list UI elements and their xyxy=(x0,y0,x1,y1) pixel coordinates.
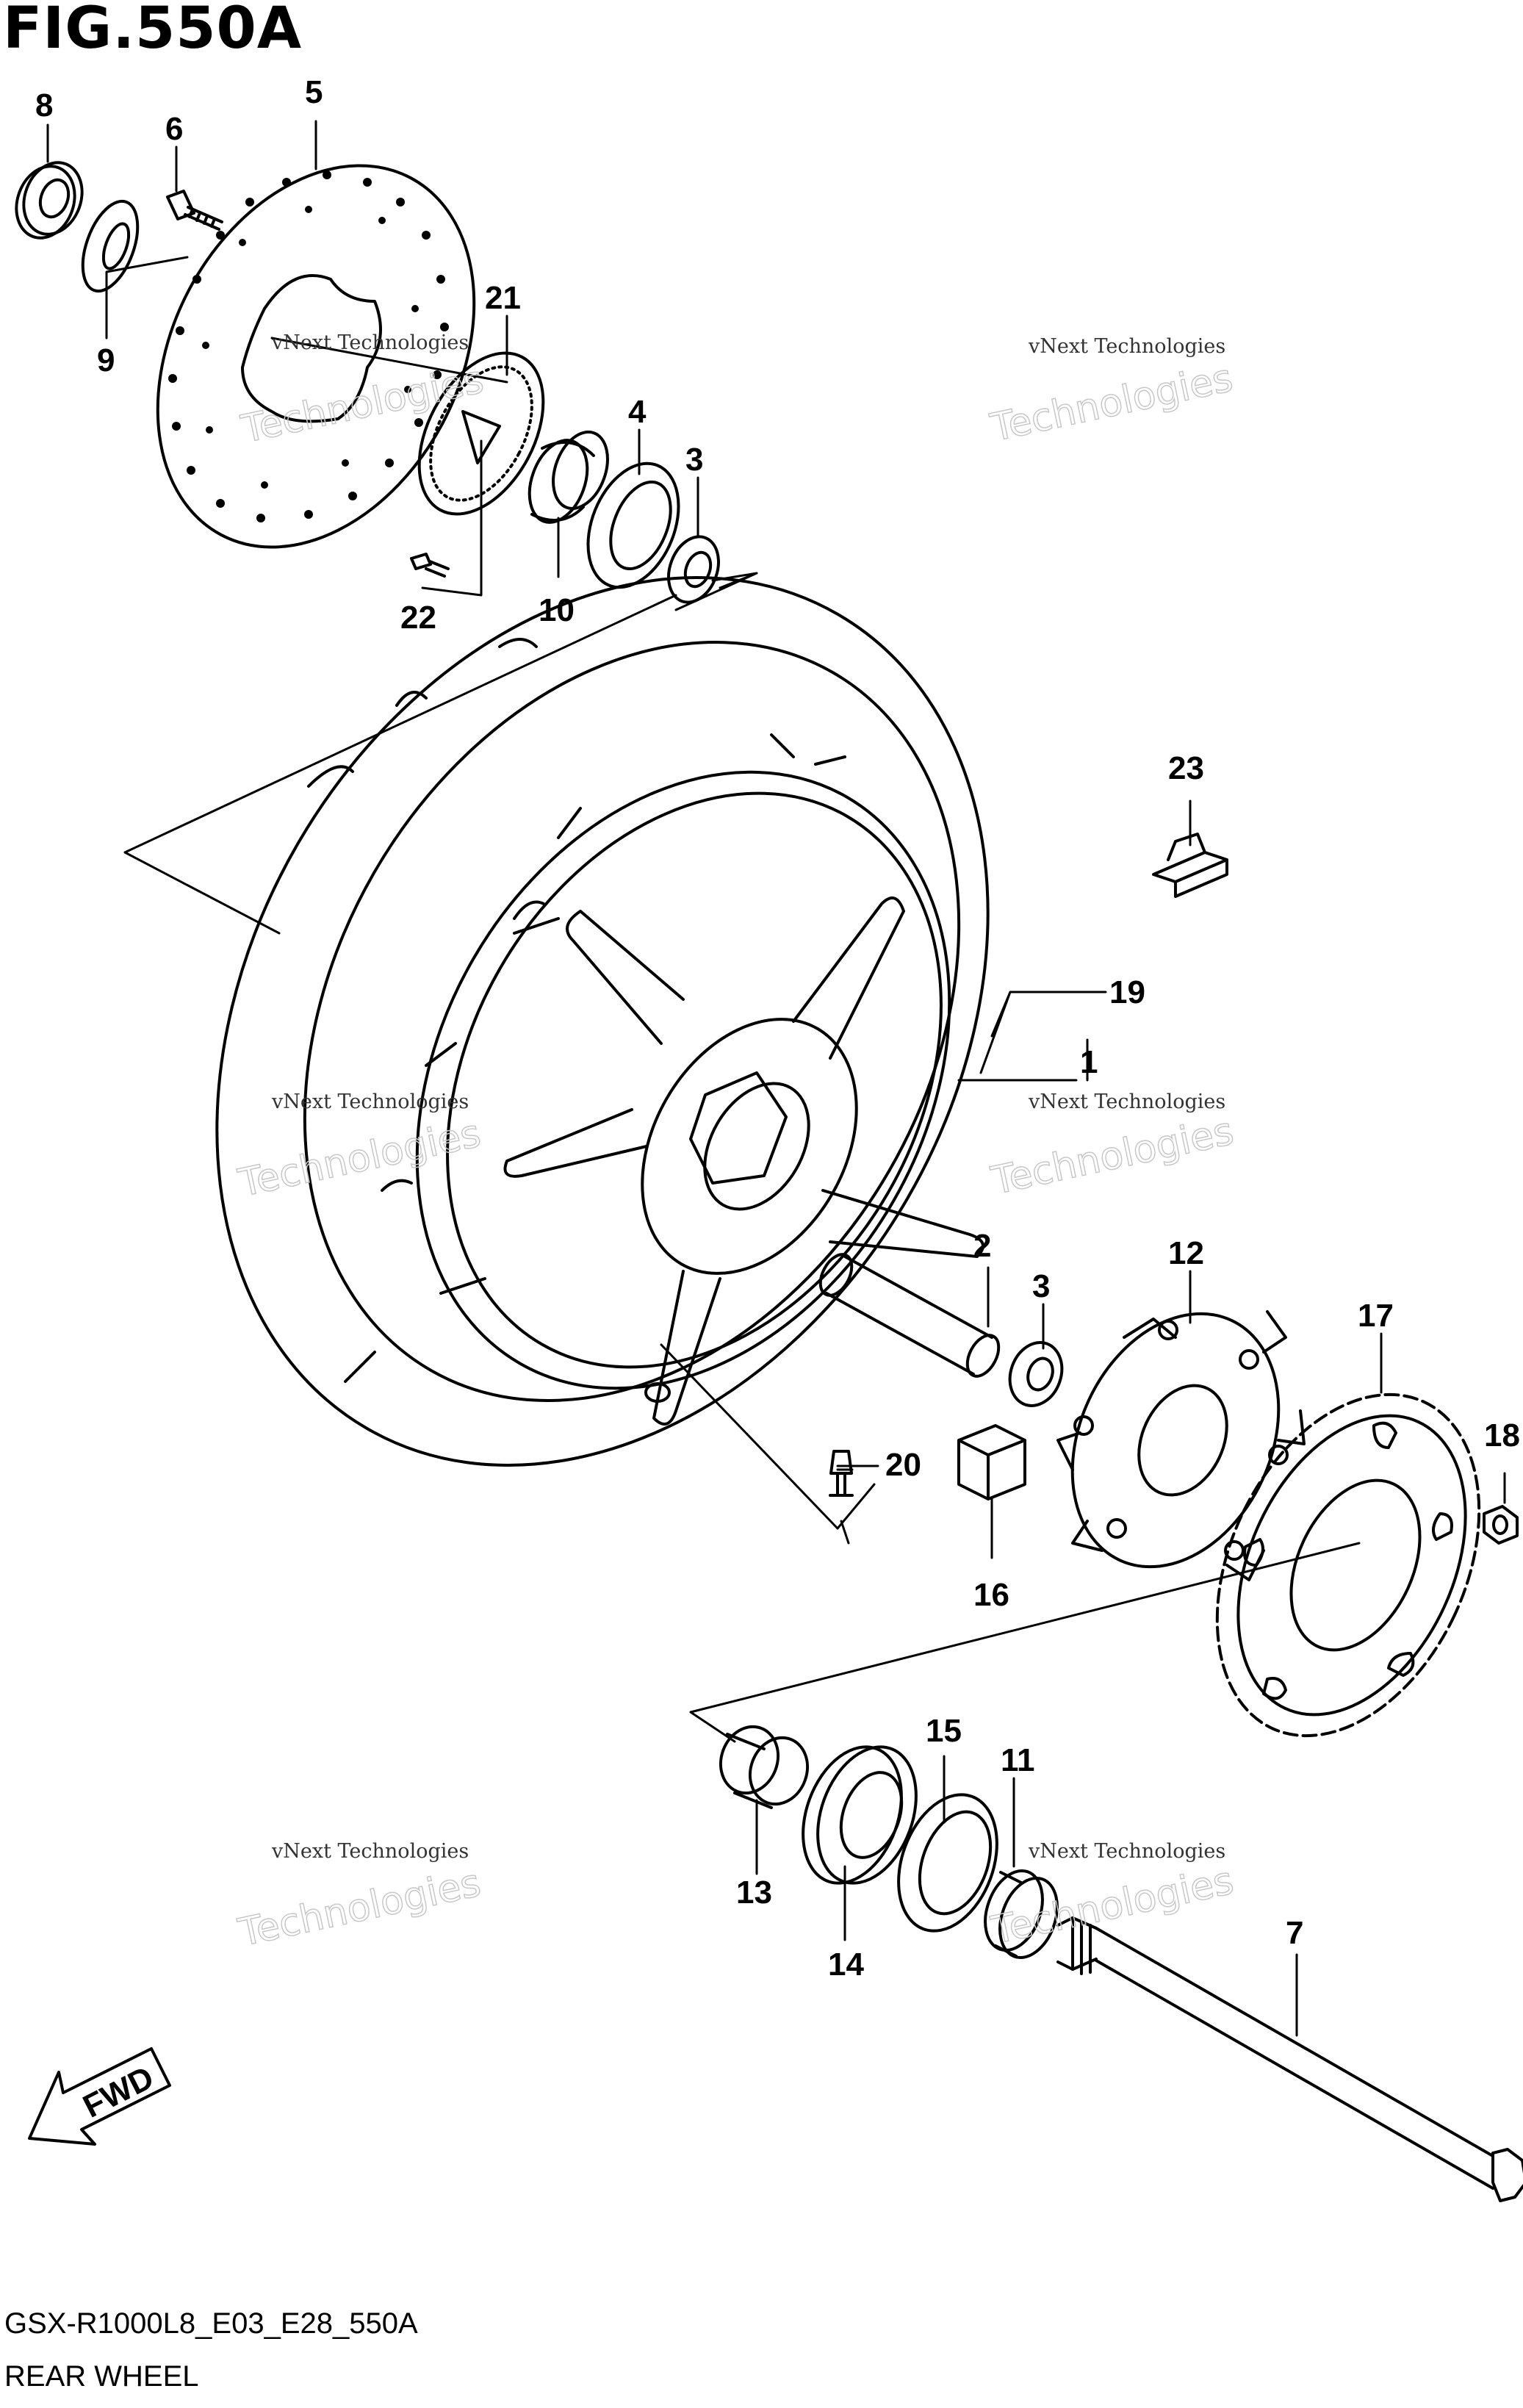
callout-4[interactable]: 4 xyxy=(628,394,647,430)
valve-part-20[interactable] xyxy=(829,1450,854,1497)
callout-23[interactable]: 23 xyxy=(1168,750,1204,786)
collar-part-13[interactable] xyxy=(712,1719,817,1812)
sensor-rotor-part-21[interactable] xyxy=(394,332,569,535)
callout-16[interactable]: 16 xyxy=(973,1577,1009,1613)
damper-part-16[interactable] xyxy=(957,1424,1026,1500)
leader-lines xyxy=(46,120,1506,2037)
callout-3-upper[interactable]: 3 xyxy=(685,442,703,478)
watermark-small-6: vNext Technologies xyxy=(1028,1840,1225,1863)
callout-8[interactable]: 8 xyxy=(35,87,53,123)
callout-5[interactable]: 5 xyxy=(305,74,323,110)
watermark-big-4: Technologies xyxy=(987,1110,1237,1204)
callout-21[interactable]: 21 xyxy=(485,280,521,316)
callout-13[interactable]: 13 xyxy=(736,1875,772,1911)
watermark-small-5: vNext Technologies xyxy=(271,1840,469,1863)
fwd-direction-arrow: FWD xyxy=(28,2047,171,2146)
spacer-part-9[interactable] xyxy=(72,194,148,298)
balance-weight-part-23[interactable] xyxy=(1152,833,1228,898)
wheel-part-1[interactable] xyxy=(310,676,1057,1485)
figure-caption: REAR WHEEL xyxy=(4,2360,199,2393)
bolt-part-6[interactable] xyxy=(166,190,223,231)
axle-part-7[interactable] xyxy=(1056,1916,1523,2202)
callout-15[interactable]: 15 xyxy=(926,1713,962,1749)
nut-part-18[interactable] xyxy=(1483,1505,1519,1545)
callout-10[interactable]: 10 xyxy=(539,592,575,628)
disc-vent-holes xyxy=(168,170,449,522)
oil-seal-part-15[interactable] xyxy=(881,1781,1015,1945)
callout-20[interactable]: 20 xyxy=(885,1447,921,1483)
callout-22[interactable]: 22 xyxy=(400,600,436,636)
oil-seal-part-8[interactable] xyxy=(7,154,92,246)
watermarks: Technologies vNext Technologies Technolo… xyxy=(234,331,1238,1956)
callout-labels: 8 6 5 9 21 4 3 22 10 23 19 1 2 3 12 17 1… xyxy=(35,74,1520,1983)
sprocket-mounting-drum-part-12[interactable] xyxy=(1033,1280,1318,1600)
figure-title: FIG.550A xyxy=(3,0,303,62)
callout-18[interactable]: 18 xyxy=(1484,1417,1520,1453)
watermark-big-1: Technologies xyxy=(237,358,487,452)
fwd-arrow-icon xyxy=(28,2047,171,2146)
bearing-part-3-lower[interactable] xyxy=(1001,1335,1070,1413)
callout-11[interactable]: 11 xyxy=(1001,1742,1035,1778)
callout-19[interactable]: 19 xyxy=(1109,974,1145,1010)
callout-17[interactable]: 17 xyxy=(1358,1298,1394,1334)
watermark-big-3: Technologies xyxy=(234,1112,484,1206)
sprocket-part-17[interactable] xyxy=(1165,1352,1523,1778)
watermark-big-5: Technologies xyxy=(234,1861,484,1955)
screw-part-22[interactable] xyxy=(410,553,450,578)
callout-12[interactable]: 12 xyxy=(1168,1235,1204,1271)
spacer-part-11[interactable] xyxy=(975,1863,1067,1966)
callout-3-lower[interactable]: 3 xyxy=(1032,1268,1050,1304)
watermark-small-2: vNext Technologies xyxy=(1028,335,1225,358)
model-code: GSX-R1000L8_E03_E28_550A xyxy=(4,2307,418,2340)
callout-9[interactable]: 9 xyxy=(97,342,115,378)
bearing-part-14[interactable] xyxy=(785,1733,934,1897)
callout-2[interactable]: 2 xyxy=(973,1228,991,1264)
callout-7[interactable]: 7 xyxy=(1286,1915,1303,1951)
watermark-big-2: Technologies xyxy=(987,356,1236,450)
watermark-small-3: vNext Technologies xyxy=(271,1090,469,1113)
spacer-part-2[interactable] xyxy=(814,1249,1005,1381)
watermark-small-4: vNext Technologies xyxy=(1028,1090,1225,1113)
callout-1[interactable]: 1 xyxy=(1080,1044,1098,1080)
callout-14[interactable]: 14 xyxy=(828,1947,864,1983)
callout-6[interactable]: 6 xyxy=(165,111,183,147)
watermark-small-1: vNext Technologies xyxy=(271,331,469,354)
tire-part-19[interactable] xyxy=(62,438,1142,1606)
spacer-part-10[interactable] xyxy=(519,425,617,531)
oil-seal-part-4[interactable] xyxy=(571,450,696,600)
brake-disc-part-5[interactable] xyxy=(95,111,538,603)
